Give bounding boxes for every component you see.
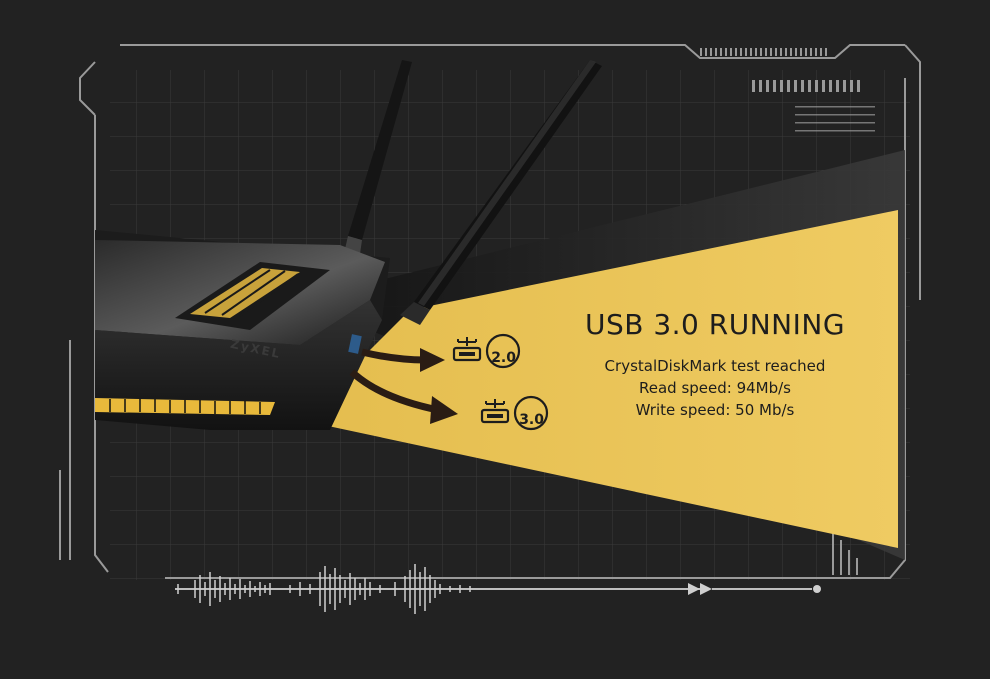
headline: USB 3.0 RUNNING — [584, 308, 846, 341]
test-description: CrystalDiskMark test reached — [604, 357, 826, 375]
hud-stripes — [700, 48, 875, 575]
usb-3-label: 3.0 — [519, 412, 544, 428]
usb-2-label-wrap: 2.0 — [480, 341, 520, 371]
usb-3-label-wrap: 3.0 — [508, 403, 548, 433]
light-beam — [300, 210, 898, 548]
router — [95, 230, 390, 430]
arrow-usb2 — [361, 348, 445, 372]
usb-2-label: 2.0 — [491, 350, 516, 366]
usb-2-badge — [452, 333, 521, 369]
waveform — [175, 564, 821, 614]
usb-3-badge — [480, 395, 549, 431]
read-speed: Read speed: 94Mb/s — [638, 379, 791, 397]
antenna-right — [400, 60, 602, 325]
write-speed: Write speed: 50 Mb/s — [635, 401, 795, 419]
usb-icon — [452, 337, 482, 362]
usb-icon — [480, 399, 510, 424]
arrow-usb3 — [349, 369, 458, 424]
